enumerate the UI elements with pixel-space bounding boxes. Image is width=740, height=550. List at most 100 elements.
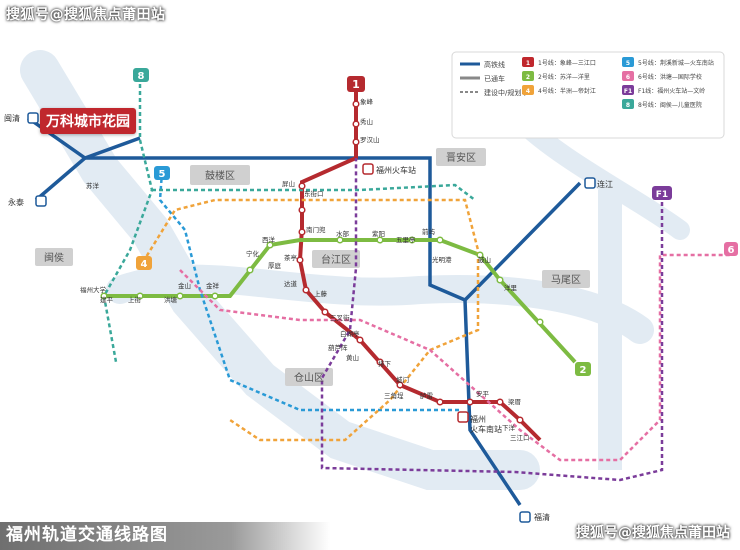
station-dot [466,398,474,406]
high-speed-rail [26,116,582,506]
hub-lianjiang: 连江 [584,177,613,189]
station-dot [246,266,254,274]
district-label-bg-taijiang [312,250,360,268]
station-dot [298,228,306,236]
station-dot [436,236,444,244]
station-label: 宁化 [246,249,260,258]
hub-fuzhou-station: 福州火车站 [362,163,416,175]
station-label: 建平 [100,295,114,304]
svg-text:福州火车站: 福州火车站 [376,165,416,175]
station-label: 东街口 [304,189,324,198]
district-label-minhou: 闽侯 [44,251,64,264]
station-dot [296,256,304,264]
svg-text:1: 1 [352,78,360,91]
station-dot [408,236,416,244]
watermark-bottom: 搜狐号@搜狐焦点莆田站 [576,525,730,541]
legend-line-label: 6号线：洪塘—国际学校 [638,73,702,81]
line-8-track-east [152,183,476,201]
legend-line-label: 4号线：半洲—帝封江 [538,87,596,95]
svg-text:连江: 连江 [597,179,613,189]
legend-line-label: 1号线：象峰—三江口 [538,59,596,67]
svg-text:福州: 福州 [470,415,486,424]
station-dot [536,318,544,326]
legend-line-badge [622,57,634,67]
hsr-line-north [26,116,582,303]
station-label: 紫阳 [372,229,385,238]
station-dot [298,182,306,190]
station-dot [298,206,306,214]
svg-text:2: 2 [580,365,587,376]
station-label: 金祥 [206,281,220,290]
district-label-bg-minhou [35,248,73,266]
district-label-taijiang: 台江区 [321,253,351,266]
hsr-line-yongtai [34,156,87,202]
station-dot [356,336,364,344]
hub-yongtai: 永泰 [8,195,47,207]
hub-fuqing: 福清 [519,511,550,523]
legend-line-badge [622,99,634,109]
line-1-badge: 1 [347,76,365,92]
svg-text:6: 6 [728,245,735,256]
line-2-badge: 2 [575,362,591,376]
station-label: 上藤 [314,289,328,298]
station-dot [352,120,360,128]
line-6-track [179,253,730,462]
station-label: 排下 [378,359,392,368]
station-label: 金山 [178,281,191,290]
svg-text:5: 5 [159,169,166,180]
legend-type-planned: 建设中/规划中 [484,88,528,97]
station-label: 鼓山 [478,255,491,264]
svg-text:福清: 福清 [534,512,550,522]
hub-fuzhou-south-station: 福州 火车南站 [457,411,502,434]
station-dot [176,292,184,300]
station-label: 梁厝 [508,397,522,406]
station-dot [496,398,504,406]
svg-text:闽清: 闽清 [4,113,20,123]
legend-line-badge [522,85,534,95]
legend-type-hsr: 高铁线 [484,60,505,69]
station-label: 苏洋 [86,181,100,190]
station-label: 秀山 [360,117,373,126]
legend-line-badge [522,71,534,81]
legend-type-open: 已通车 [484,74,505,83]
station-label: 洋里 [504,283,518,292]
station-label: 三江口 [510,434,530,442]
legend-line-badge-text: 5 [626,60,630,67]
station-dot [321,308,329,316]
district-fills [35,148,590,386]
map-title: 福州轨道交通线路图 [6,525,168,545]
station-label: 象峰 [360,97,374,106]
station-label: 光明港 [432,255,452,264]
station-label: 福州大学 [80,285,107,294]
watermark-top: 搜狐号@搜狐焦点莆田站 [6,7,166,23]
district-label-jinan: 晋安区 [446,151,476,164]
station-label: 茶亭 [284,253,298,262]
station-label: 水部 [336,229,350,238]
legend-line-label: 5号线：荆溪新城—火车南站 [638,59,714,67]
station-label: 西洋 [262,235,276,244]
district-label-bg-jinan [436,148,486,166]
station-label: 洪塘 [164,295,178,304]
hsr-line-south [463,299,522,506]
station-dot [100,292,108,300]
station-dot [396,381,404,389]
station-label: 城门 [396,375,409,384]
station-label: 白湖亭 [340,329,360,338]
title-band [0,522,330,550]
station-dots [100,100,544,424]
hub-minqing: 闽清 [4,112,39,124]
station-label: 三叉街 [330,313,350,322]
station-label: 前屿 [422,227,436,236]
legend-line-badge-text: 1 [526,60,530,67]
station-label: 五里亭 [396,235,416,244]
legend-line-badge-text: F1 [624,88,632,95]
line-8-badge: 8 [133,68,149,82]
legend-line-badge-text: 4 [526,88,530,95]
legend-line-badge [622,85,634,95]
station-dot [211,292,219,300]
station-labels: 象峰秀山罗汉山屏山东街口南门兜茶亭达道上藤三叉街白湖亭葫芦阵黄山排下城门三角埕胪… [80,97,530,442]
svg-text:永泰: 永泰 [8,197,24,207]
